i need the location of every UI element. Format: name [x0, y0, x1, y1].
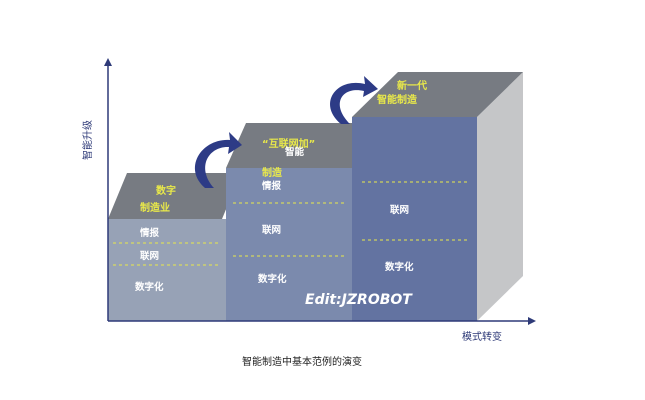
stage3-top-label-line1: 新一代 [397, 79, 427, 92]
block3-front-face [352, 117, 477, 321]
stage2-layer-3: 数字化 [257, 273, 287, 285]
stage2-layer-2: 联网 [262, 224, 281, 236]
stage1-layer-1: 情报 [139, 227, 160, 239]
stage1-top-label-line1: 数字 [156, 184, 176, 197]
block3-side-face [477, 72, 523, 321]
x-axis-label: 模式转变 [462, 330, 502, 343]
stage3-layer-1: 联网 [390, 204, 409, 216]
block2-top-face [226, 123, 372, 168]
diagram-caption: 智能制造中基本范例的演变 [242, 355, 362, 368]
stage2-layer-1: 情报 [261, 180, 282, 192]
watermark-text: Edit:JZROBOT [305, 292, 413, 308]
transition-arrow-2 [330, 76, 378, 124]
y-axis-label: 智能升级 [81, 120, 94, 160]
stage1-layer-3: 数字化 [134, 281, 164, 293]
stage2-top-label-line3: 制造 [262, 166, 283, 179]
block3-top-face [352, 72, 523, 117]
stage3-layer-2: 数字化 [384, 261, 414, 273]
block1-front-face [108, 219, 226, 321]
stage1-top-label-line2: 制造业 [140, 201, 170, 214]
block2-front-face [226, 168, 352, 321]
stage2-top-label-line2: 智能 [285, 146, 305, 158]
stage2-top-label-line1: “互联网加” [262, 137, 315, 150]
stage3-top-label-line2: 智能制造 [377, 93, 418, 106]
transition-arrow-1 [194, 132, 242, 188]
stage1-layer-2: 联网 [140, 250, 159, 262]
